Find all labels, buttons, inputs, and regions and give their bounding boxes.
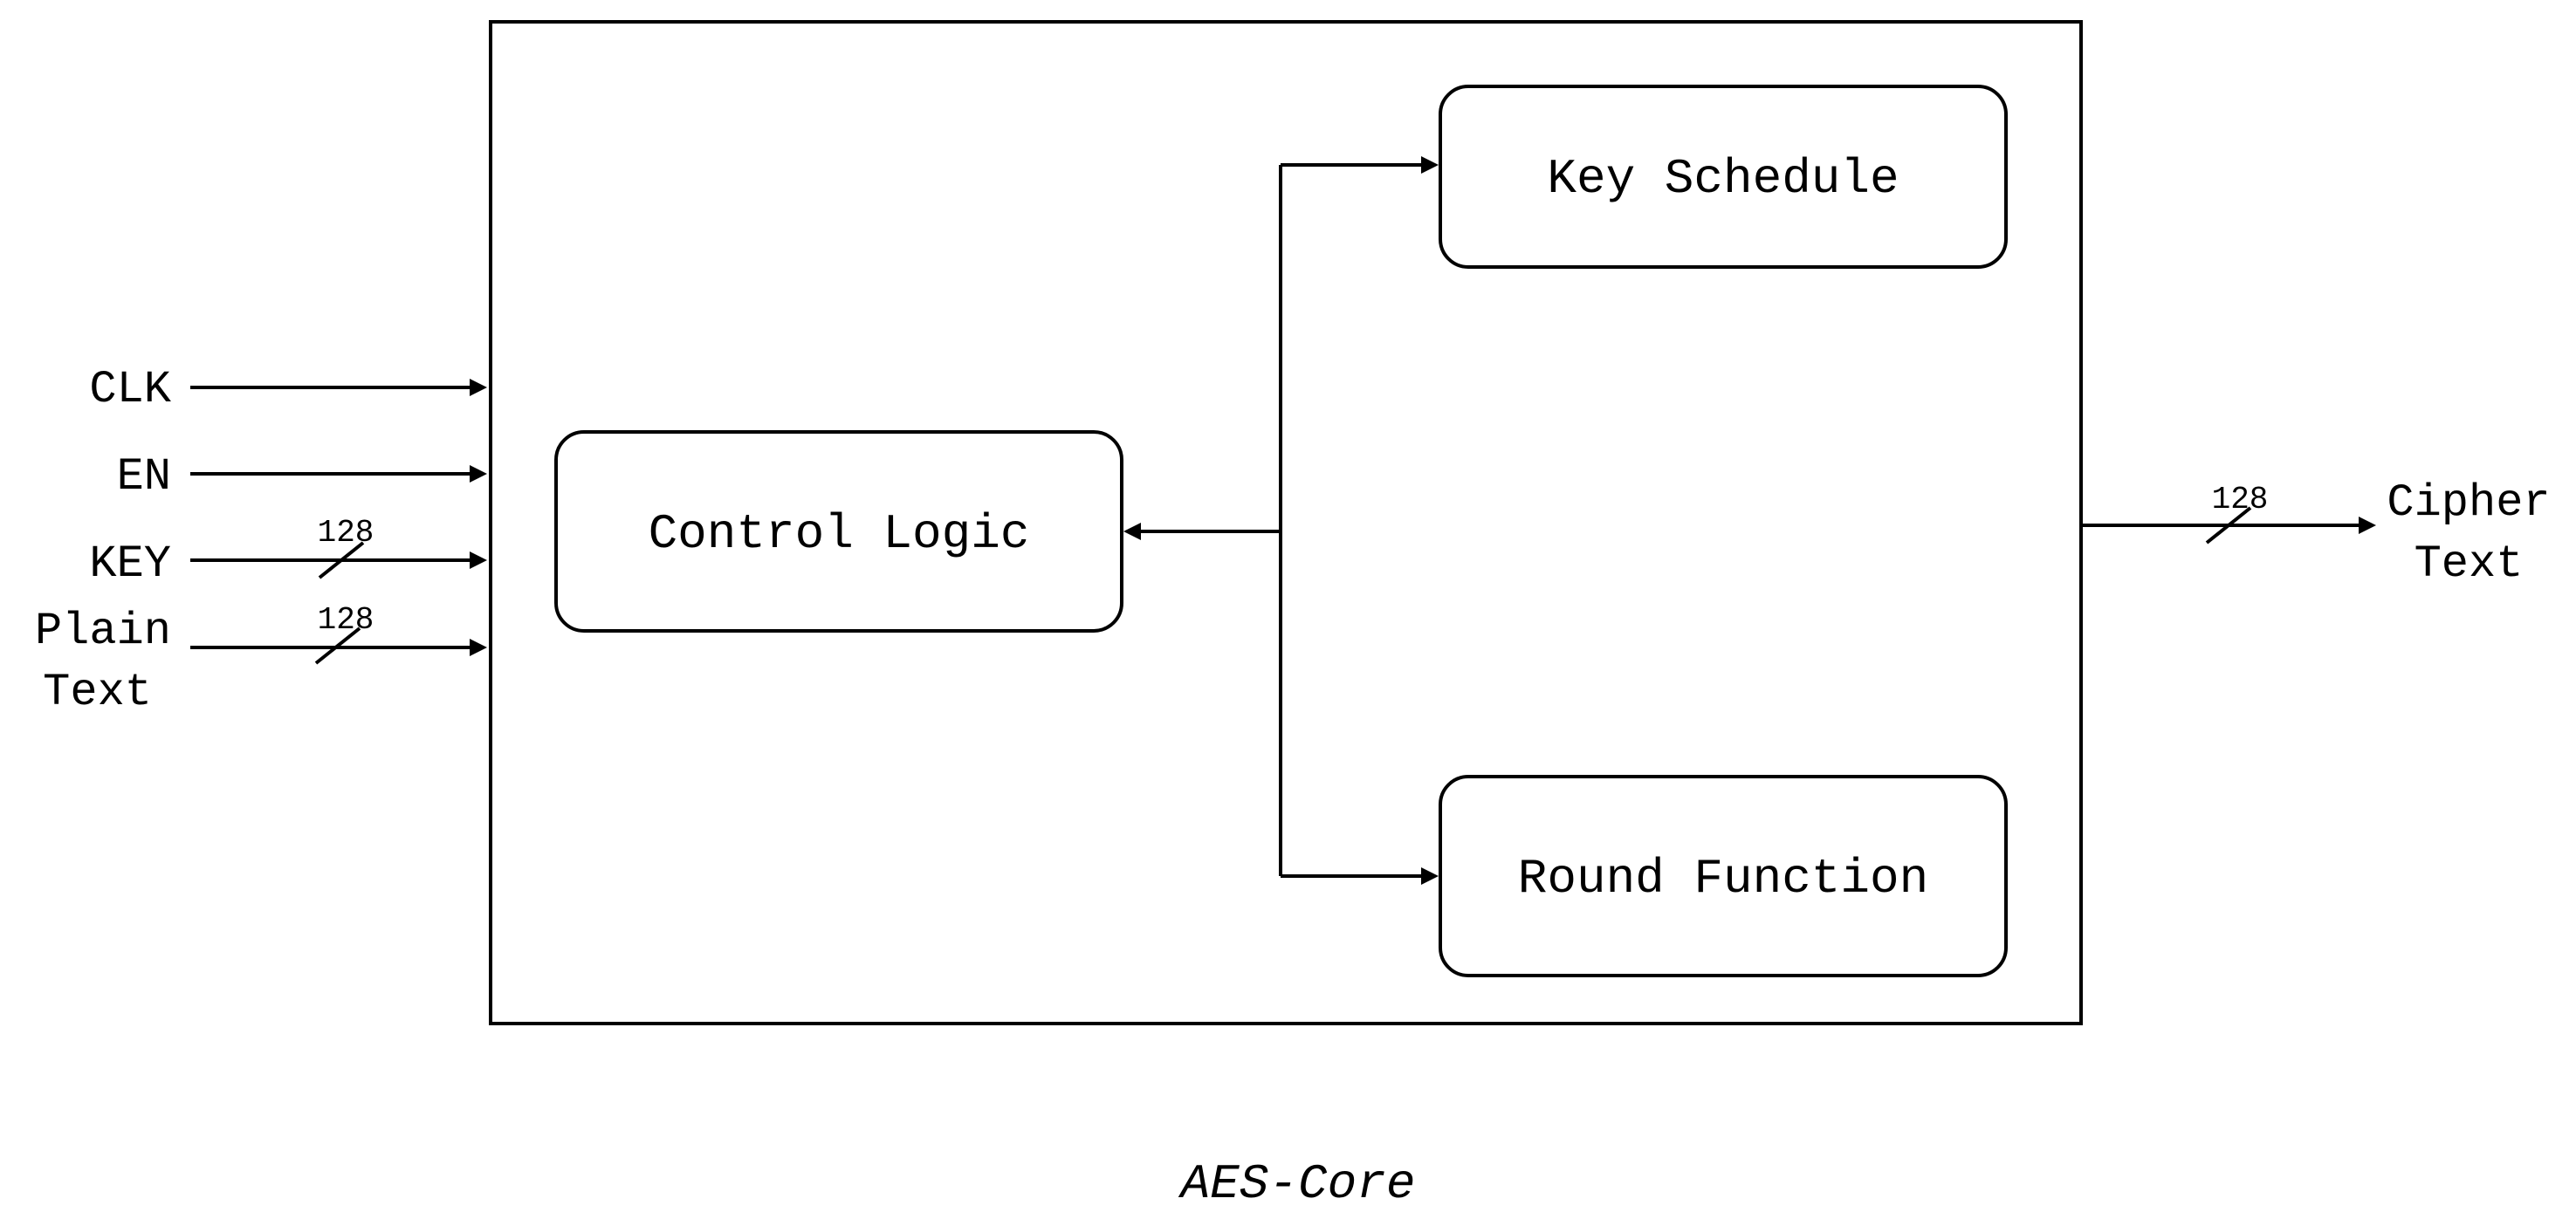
key-schedule-block xyxy=(1439,85,2008,269)
plain-text-label-line1: Plain xyxy=(35,606,171,657)
control-logic-arrowhead xyxy=(1123,523,1141,540)
key-arrowhead xyxy=(470,551,487,569)
cipher-text-label-line1: Cipher xyxy=(2387,477,2550,529)
key-schedule-label: Key Schedule xyxy=(1547,151,1899,207)
en-label: EN xyxy=(117,451,171,503)
clk-arrowhead xyxy=(470,379,487,396)
en-arrowhead xyxy=(470,465,487,483)
key-bus-width: 128 xyxy=(318,515,374,551)
cipher-text-bus-width: 128 xyxy=(2212,482,2269,517)
round-function-block xyxy=(1439,775,2008,977)
plain-text-arrowhead xyxy=(470,639,487,656)
round-function-arrowhead xyxy=(1421,867,1439,885)
key-label: KEY xyxy=(89,538,171,590)
cipher-text-arrowhead xyxy=(2359,517,2376,534)
plain-text-label-line2: Text xyxy=(43,667,152,718)
control-logic-block xyxy=(554,430,1123,633)
control-logic-label: Control Logic xyxy=(649,506,1030,562)
cipher-text-bus-slash xyxy=(2205,506,2252,544)
aes-core-module-boundary xyxy=(489,20,2083,1025)
plain-text-bus-slash xyxy=(314,627,361,665)
plain-text-bus-width: 128 xyxy=(318,602,374,638)
key-bus-slash xyxy=(318,541,365,579)
round-function-label: Round Function xyxy=(1518,851,1928,907)
cipher-text-label-line2: Text xyxy=(2415,538,2524,590)
module-caption: AES-Core xyxy=(1178,1156,1416,1212)
clk-label: CLK xyxy=(89,364,171,415)
key-schedule-arrowhead xyxy=(1421,156,1439,174)
